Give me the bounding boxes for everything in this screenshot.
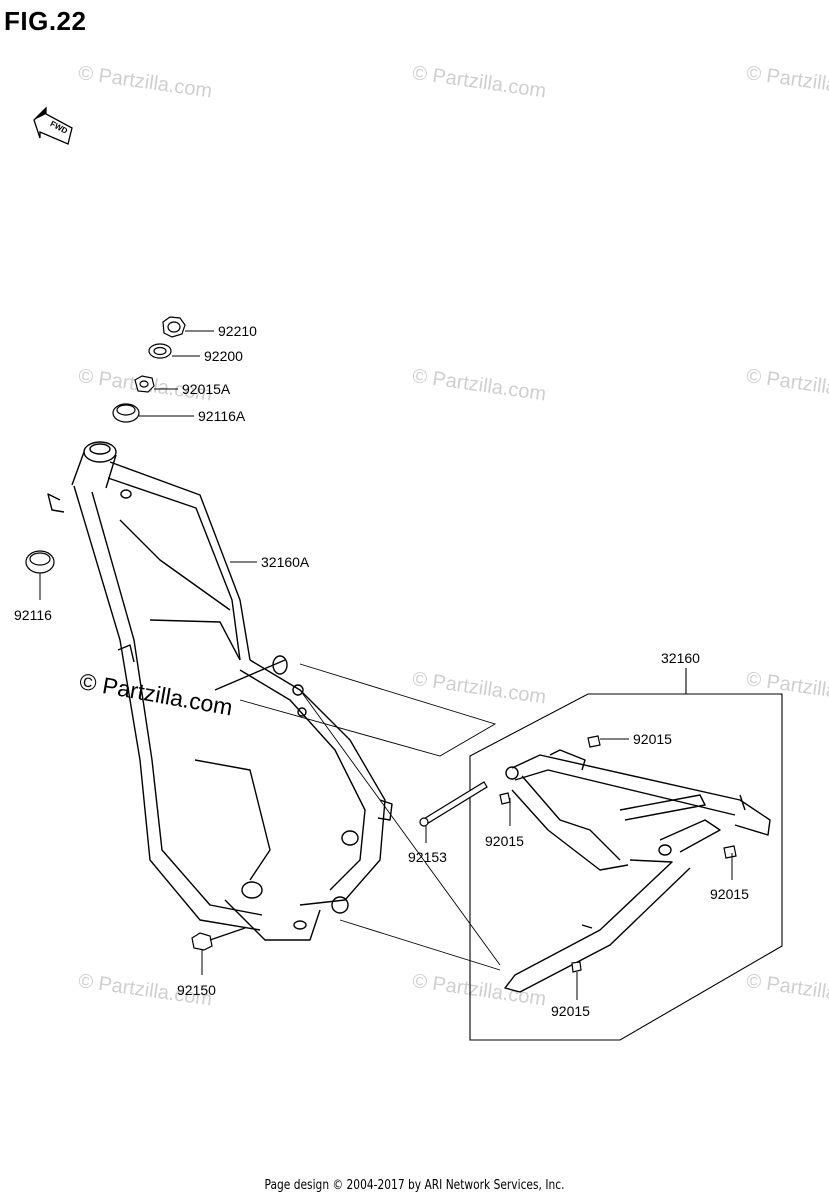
part-label-32160: 32160: [661, 650, 700, 666]
part-label-92116: 92116: [14, 607, 52, 623]
part-label-92153: 92153: [408, 849, 447, 865]
nut-92210-icon: [162, 316, 186, 338]
main-frame-32160A: [47, 441, 393, 941]
bolt-92015-icon: [587, 735, 601, 748]
part-label-92015A: 92015A: [182, 381, 231, 397]
figure-title: FIG.22: [4, 6, 87, 36]
bolt-92153-icon: [419, 781, 488, 827]
bolt-92015-icon: [723, 845, 737, 859]
part-label-92015: 92015: [485, 833, 524, 849]
bolt-92015-icon: [571, 961, 582, 973]
nut-92015A-icon: [134, 375, 155, 393]
part-label-92150: 92150: [177, 982, 216, 998]
bearing-92116-icon: [25, 550, 55, 574]
bearing-92116A-icon: [112, 403, 140, 423]
part-label-92210: 92210: [218, 323, 257, 339]
subframe-32160: [504, 749, 771, 993]
subframe-callout-box: [469, 668, 783, 1041]
part-label-92015: 92015: [551, 1003, 590, 1019]
part-label-92200: 92200: [204, 348, 243, 364]
fwd-arrow-icon: FWD: [33, 106, 73, 145]
part-label-92015: 92015: [633, 731, 672, 747]
part-label-92015: 92015: [710, 886, 749, 902]
part-label-92116A: 92116A: [198, 408, 246, 424]
bolt-92150-icon: [191, 927, 246, 951]
leader-lines: [39, 330, 733, 1000]
footer-copyright: Page design © 2004-2017 by ARI Network S…: [264, 1178, 565, 1193]
reference-outline: [239, 663, 501, 971]
bolt-92015-icon: [499, 792, 511, 805]
washer-92200-icon: [148, 343, 172, 359]
part-label-32160A: 32160A: [261, 554, 310, 570]
